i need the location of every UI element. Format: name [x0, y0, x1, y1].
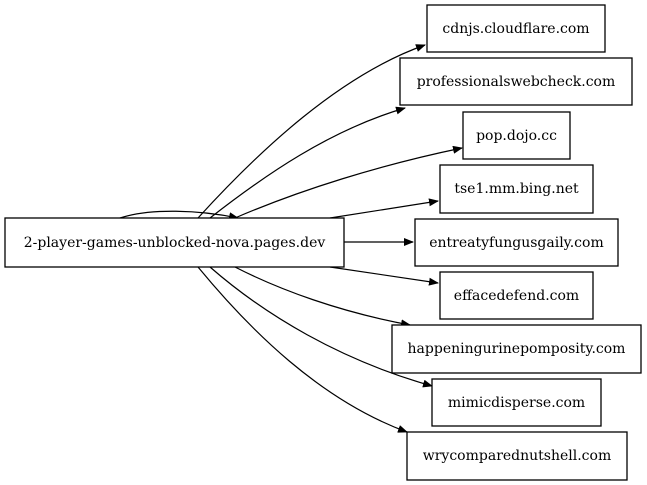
edge-to-tse1-bing [329, 198, 439, 219]
edge-to-wrycomparednutshell [197, 266, 408, 433]
target-node-label: professionalswebcheck.com [417, 74, 616, 90]
target-node-mimicdisperse[interactable]: mimicdisperse.com [431, 378, 602, 427]
target-node-label: happeningurinepomposity.com [408, 341, 626, 357]
target-node-professionalswebcheck[interactable]: professionalswebcheck.com [399, 57, 633, 106]
edge-to-professionalswebcheck [209, 106, 406, 219]
target-node-cdnjs[interactable]: cdnjs.cloudflare.com [426, 4, 606, 53]
edge-to-effacedefend [329, 266, 439, 286]
target-node-label: pop.dojo.cc [476, 128, 557, 144]
target-node-label: entreatyfungusgaily.com [429, 235, 603, 251]
target-node-label: wrycomparednutshell.com [423, 448, 611, 464]
target-node-label: mimicdisperse.com [448, 395, 585, 411]
target-node-happeningurinepomposity[interactable]: happeningurinepomposity.com [391, 324, 642, 374]
target-node-effacedefend[interactable]: effacedefend.com [439, 271, 594, 320]
target-node-entreatyfungusgaily[interactable]: entreatyfungusgaily.com [414, 218, 619, 267]
edge-to-pop-dojo [234, 145, 463, 219]
edge-to-mimicdisperse [209, 266, 433, 388]
nodes-layer: 2-player-games-unblocked-nova.pages.dev … [4, 4, 642, 481]
edges-layer [119, 44, 463, 433]
target-node-tse1-bing[interactable]: tse1.mm.bing.net [439, 164, 594, 214]
target-node-pop-dojo[interactable]: pop.dojo.cc [462, 111, 571, 160]
target-node-label: cdnjs.cloudflare.com [442, 21, 589, 37]
target-node-label: tse1.mm.bing.net [454, 181, 579, 197]
edge-to-cdnjs [197, 44, 426, 219]
target-node-label: effacedefend.com [454, 288, 579, 304]
edge-to-happeningurinepomposity [234, 266, 411, 328]
edge-self-loop [119, 210, 239, 221]
source-node[interactable]: 2-player-games-unblocked-nova.pages.dev [4, 217, 345, 268]
target-node-wrycomparednutshell[interactable]: wrycomparednutshell.com [406, 431, 628, 481]
source-node-label: 2-player-games-unblocked-nova.pages.dev [24, 235, 326, 251]
